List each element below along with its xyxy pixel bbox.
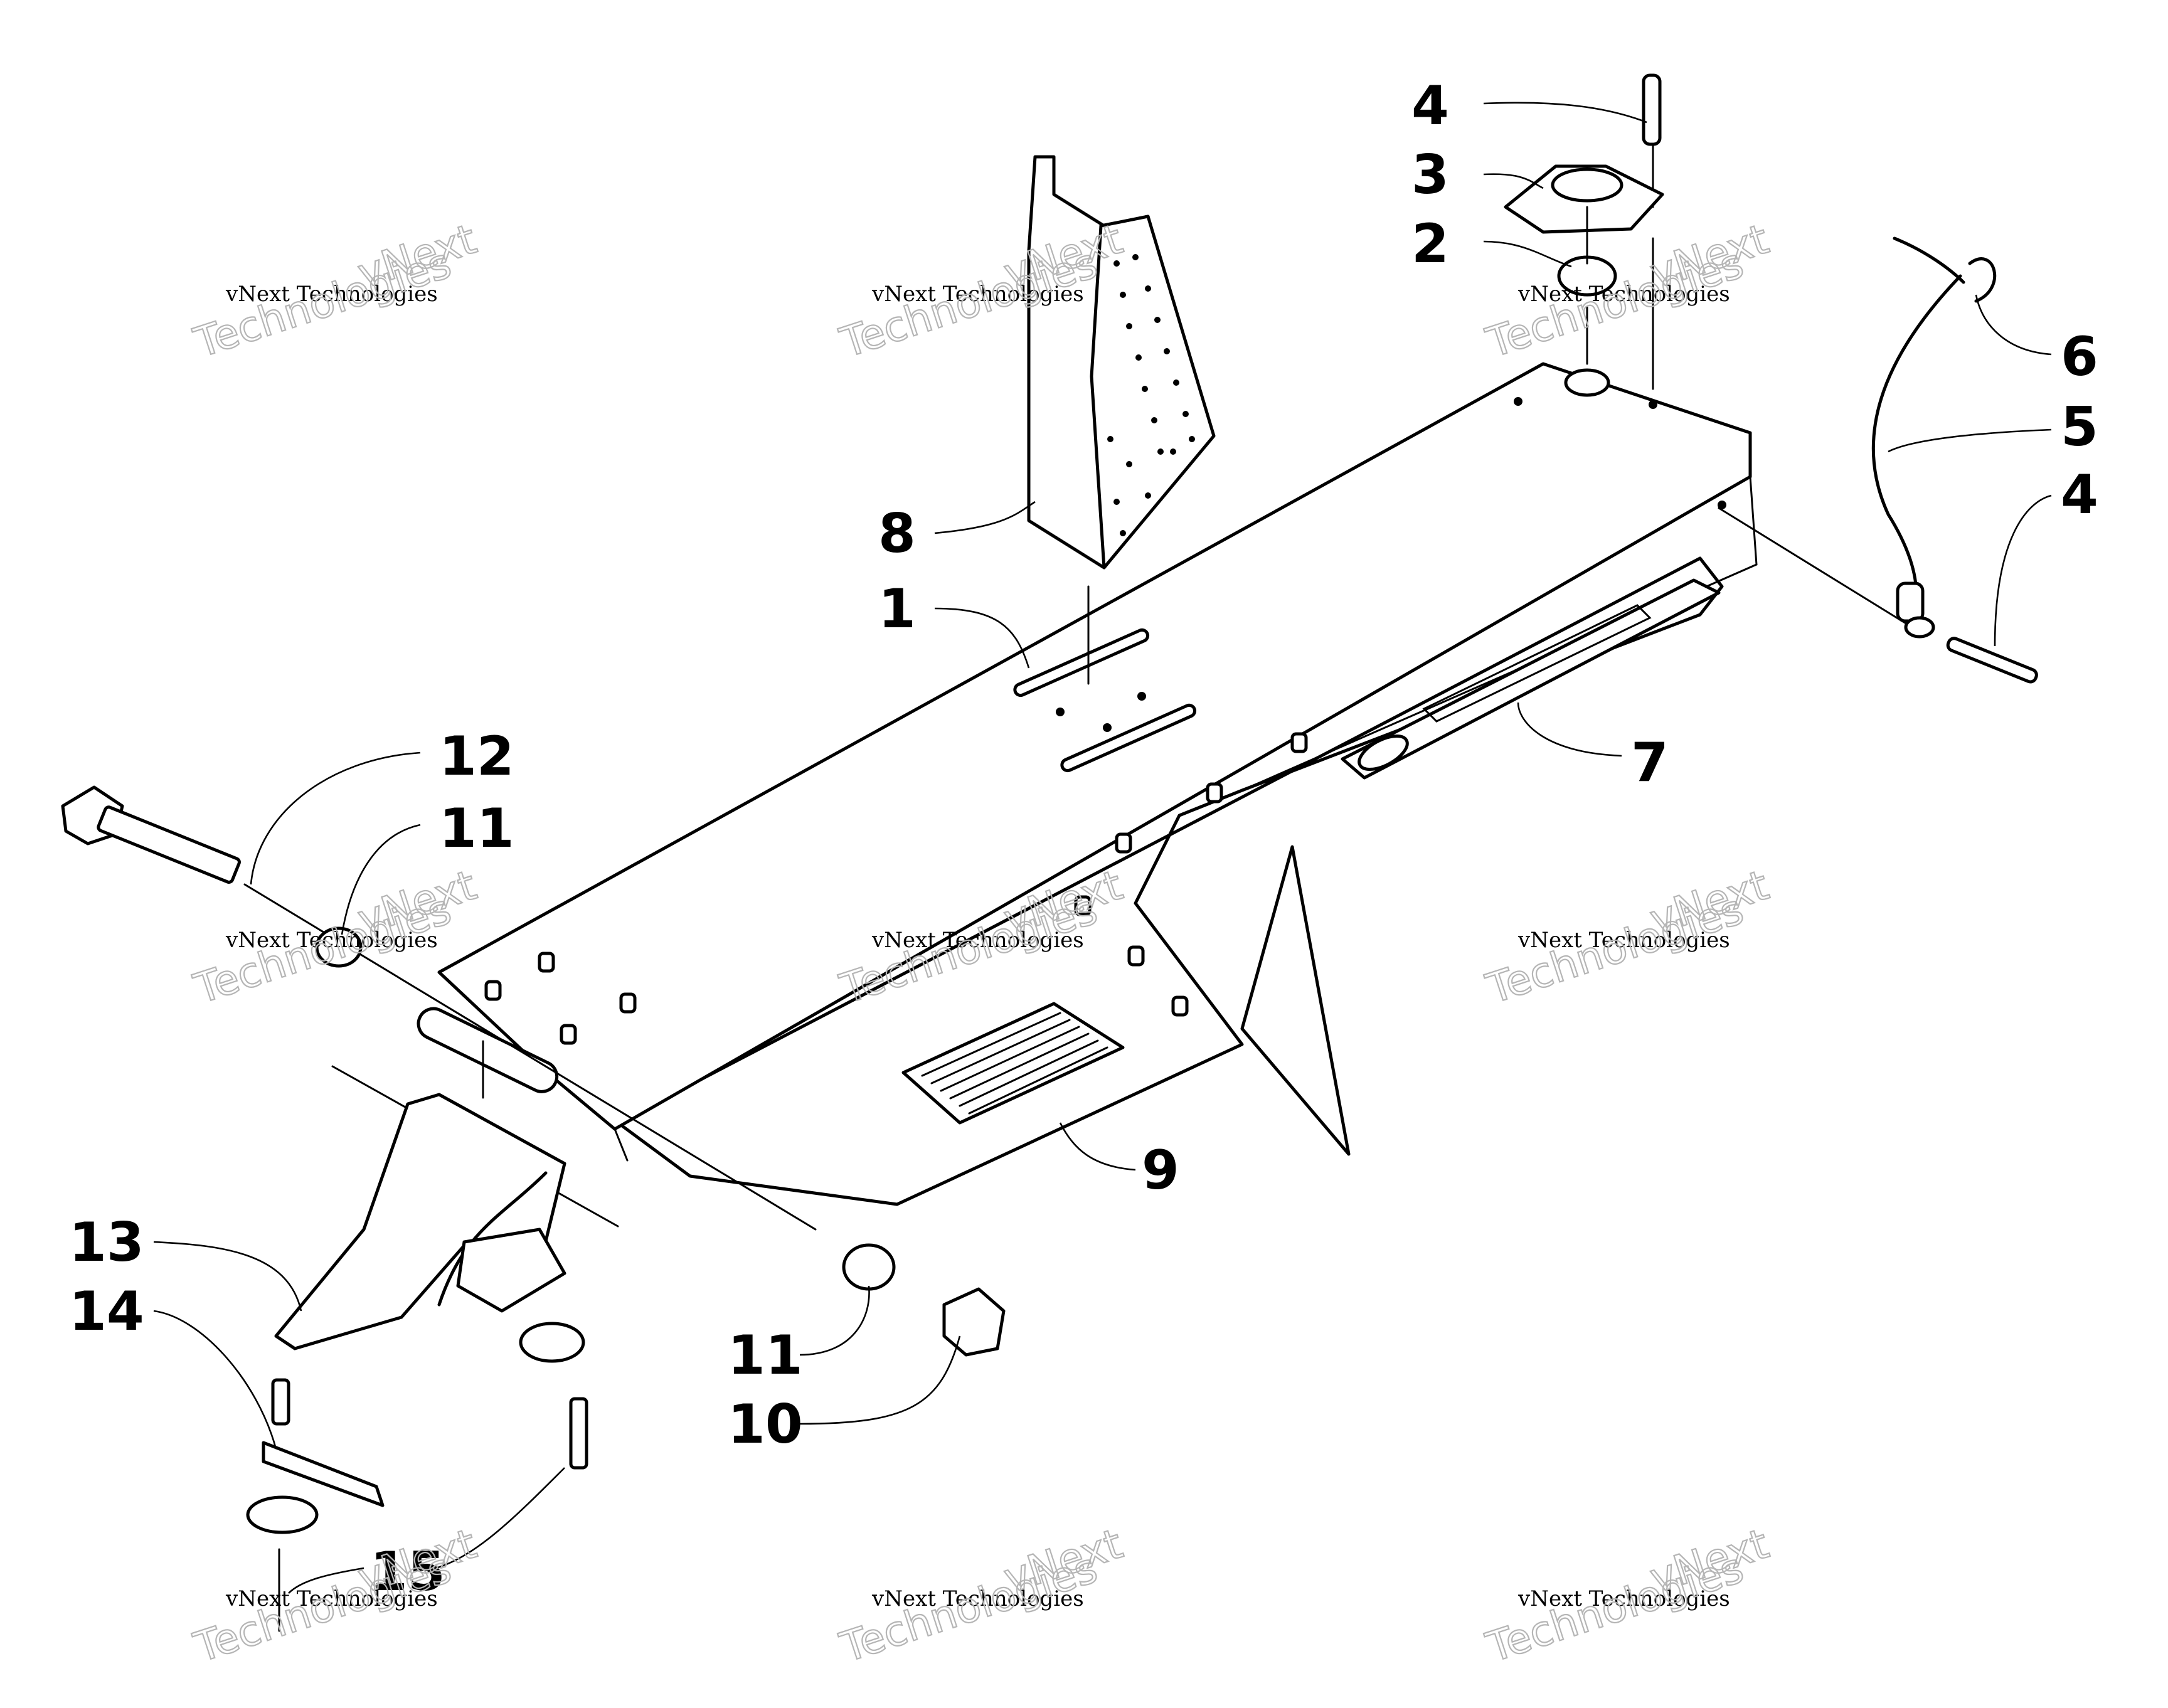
main-plate xyxy=(417,362,1758,1206)
grommet-assembly xyxy=(1504,73,1664,390)
callout-15: 15 xyxy=(370,1541,445,1603)
callout-1: 1 xyxy=(878,578,916,640)
svg-text:vNext Technologies: vNext Technologies xyxy=(1517,282,1730,307)
svg-text:vNext Technologies: vNext Technologies xyxy=(871,1586,1084,1611)
callout-2: 2 xyxy=(1411,213,1449,275)
svg-text:vNext Technologies: vNext Technologies xyxy=(225,928,438,953)
decal-9-stripes xyxy=(921,1012,1108,1115)
callout-13: 13 xyxy=(69,1211,144,1274)
callout-14: 14 xyxy=(69,1280,144,1343)
callout-8: 8 xyxy=(878,502,916,565)
svg-text:vNext Technologies: vNext Technologies xyxy=(1517,1586,1730,1611)
bolt-assembly xyxy=(61,785,1006,1357)
callout-9: 9 xyxy=(1142,1139,1179,1202)
callout-7: 7 xyxy=(1631,731,1669,794)
callouts: 1 2 3 4 4 5 6 7 8 9 10 11 11 12 13 14 15 xyxy=(69,75,2098,1603)
stand-bracket xyxy=(246,1040,619,1632)
callout-5: 5 xyxy=(2061,396,2098,459)
callout-6: 6 xyxy=(2061,326,2098,388)
grip-pad xyxy=(1027,155,1216,685)
svg-text:vNext Technologies: vNext Technologies xyxy=(871,928,1084,953)
callout-11-bottom: 11 xyxy=(728,1324,803,1387)
svg-text:vNext Technologies: vNext Technologies xyxy=(871,282,1084,307)
tether-assembly xyxy=(1718,236,2038,684)
svg-text:vNext Technologies: vNext Technologies xyxy=(1517,928,1730,953)
svg-text:vNext Technologies: vNext Technologies xyxy=(225,1586,438,1611)
callout-11-top: 11 xyxy=(439,797,514,860)
callout-3: 3 xyxy=(1411,144,1449,206)
deck-bumps xyxy=(484,732,1308,1045)
callout-12: 12 xyxy=(439,725,514,788)
leader-lines xyxy=(153,102,2052,1594)
callout-4-top: 4 xyxy=(1411,75,1449,137)
grip-dots xyxy=(1107,254,1195,536)
svg-text:vNext Technologies: vNext Technologies xyxy=(225,282,438,307)
callout-4-right: 4 xyxy=(2061,464,2098,526)
callout-10: 10 xyxy=(728,1393,803,1456)
